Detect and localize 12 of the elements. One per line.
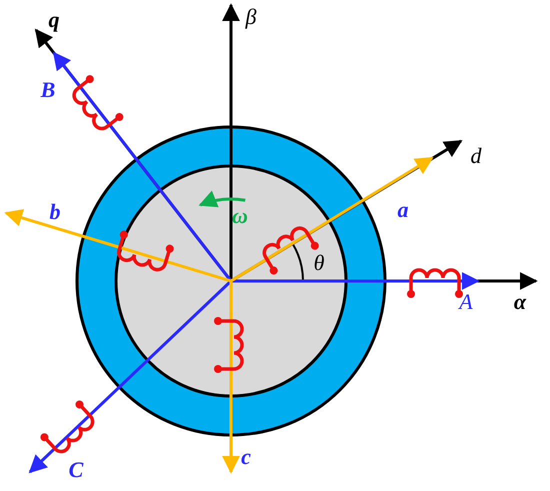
- axis-label: α: [514, 291, 526, 313]
- axis-label: a: [398, 199, 408, 221]
- axis-label: d: [470, 145, 482, 167]
- axis-label: A: [459, 291, 473, 313]
- axis-label: C: [68, 459, 84, 481]
- axis-label: θ: [314, 252, 324, 274]
- axis-label: c: [241, 446, 251, 468]
- axis-label: q: [48, 9, 60, 31]
- axis-label: B: [40, 79, 56, 101]
- axis-label: b: [50, 201, 60, 223]
- axis-label: ω: [232, 205, 248, 227]
- axis-label: β: [246, 6, 256, 28]
